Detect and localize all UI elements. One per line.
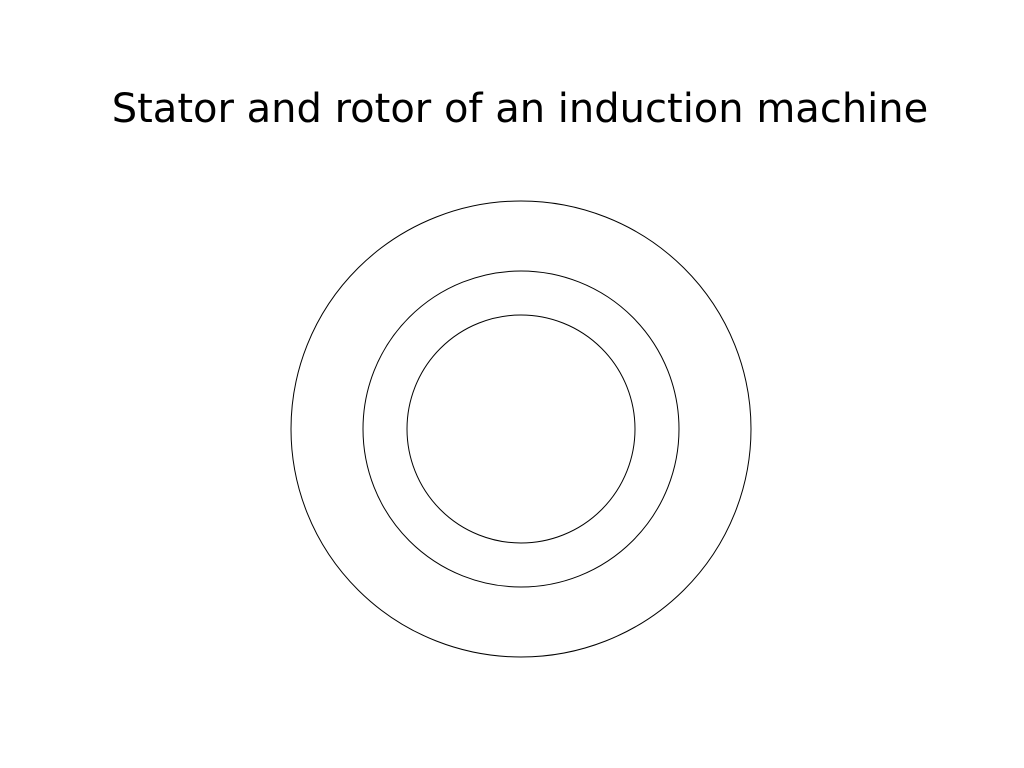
stator-outer-circle [290,200,752,658]
slide-title: Stator and rotor of an induction machine [111,86,929,132]
stator-inner-circle [362,270,680,588]
rotor-circle [406,314,636,544]
